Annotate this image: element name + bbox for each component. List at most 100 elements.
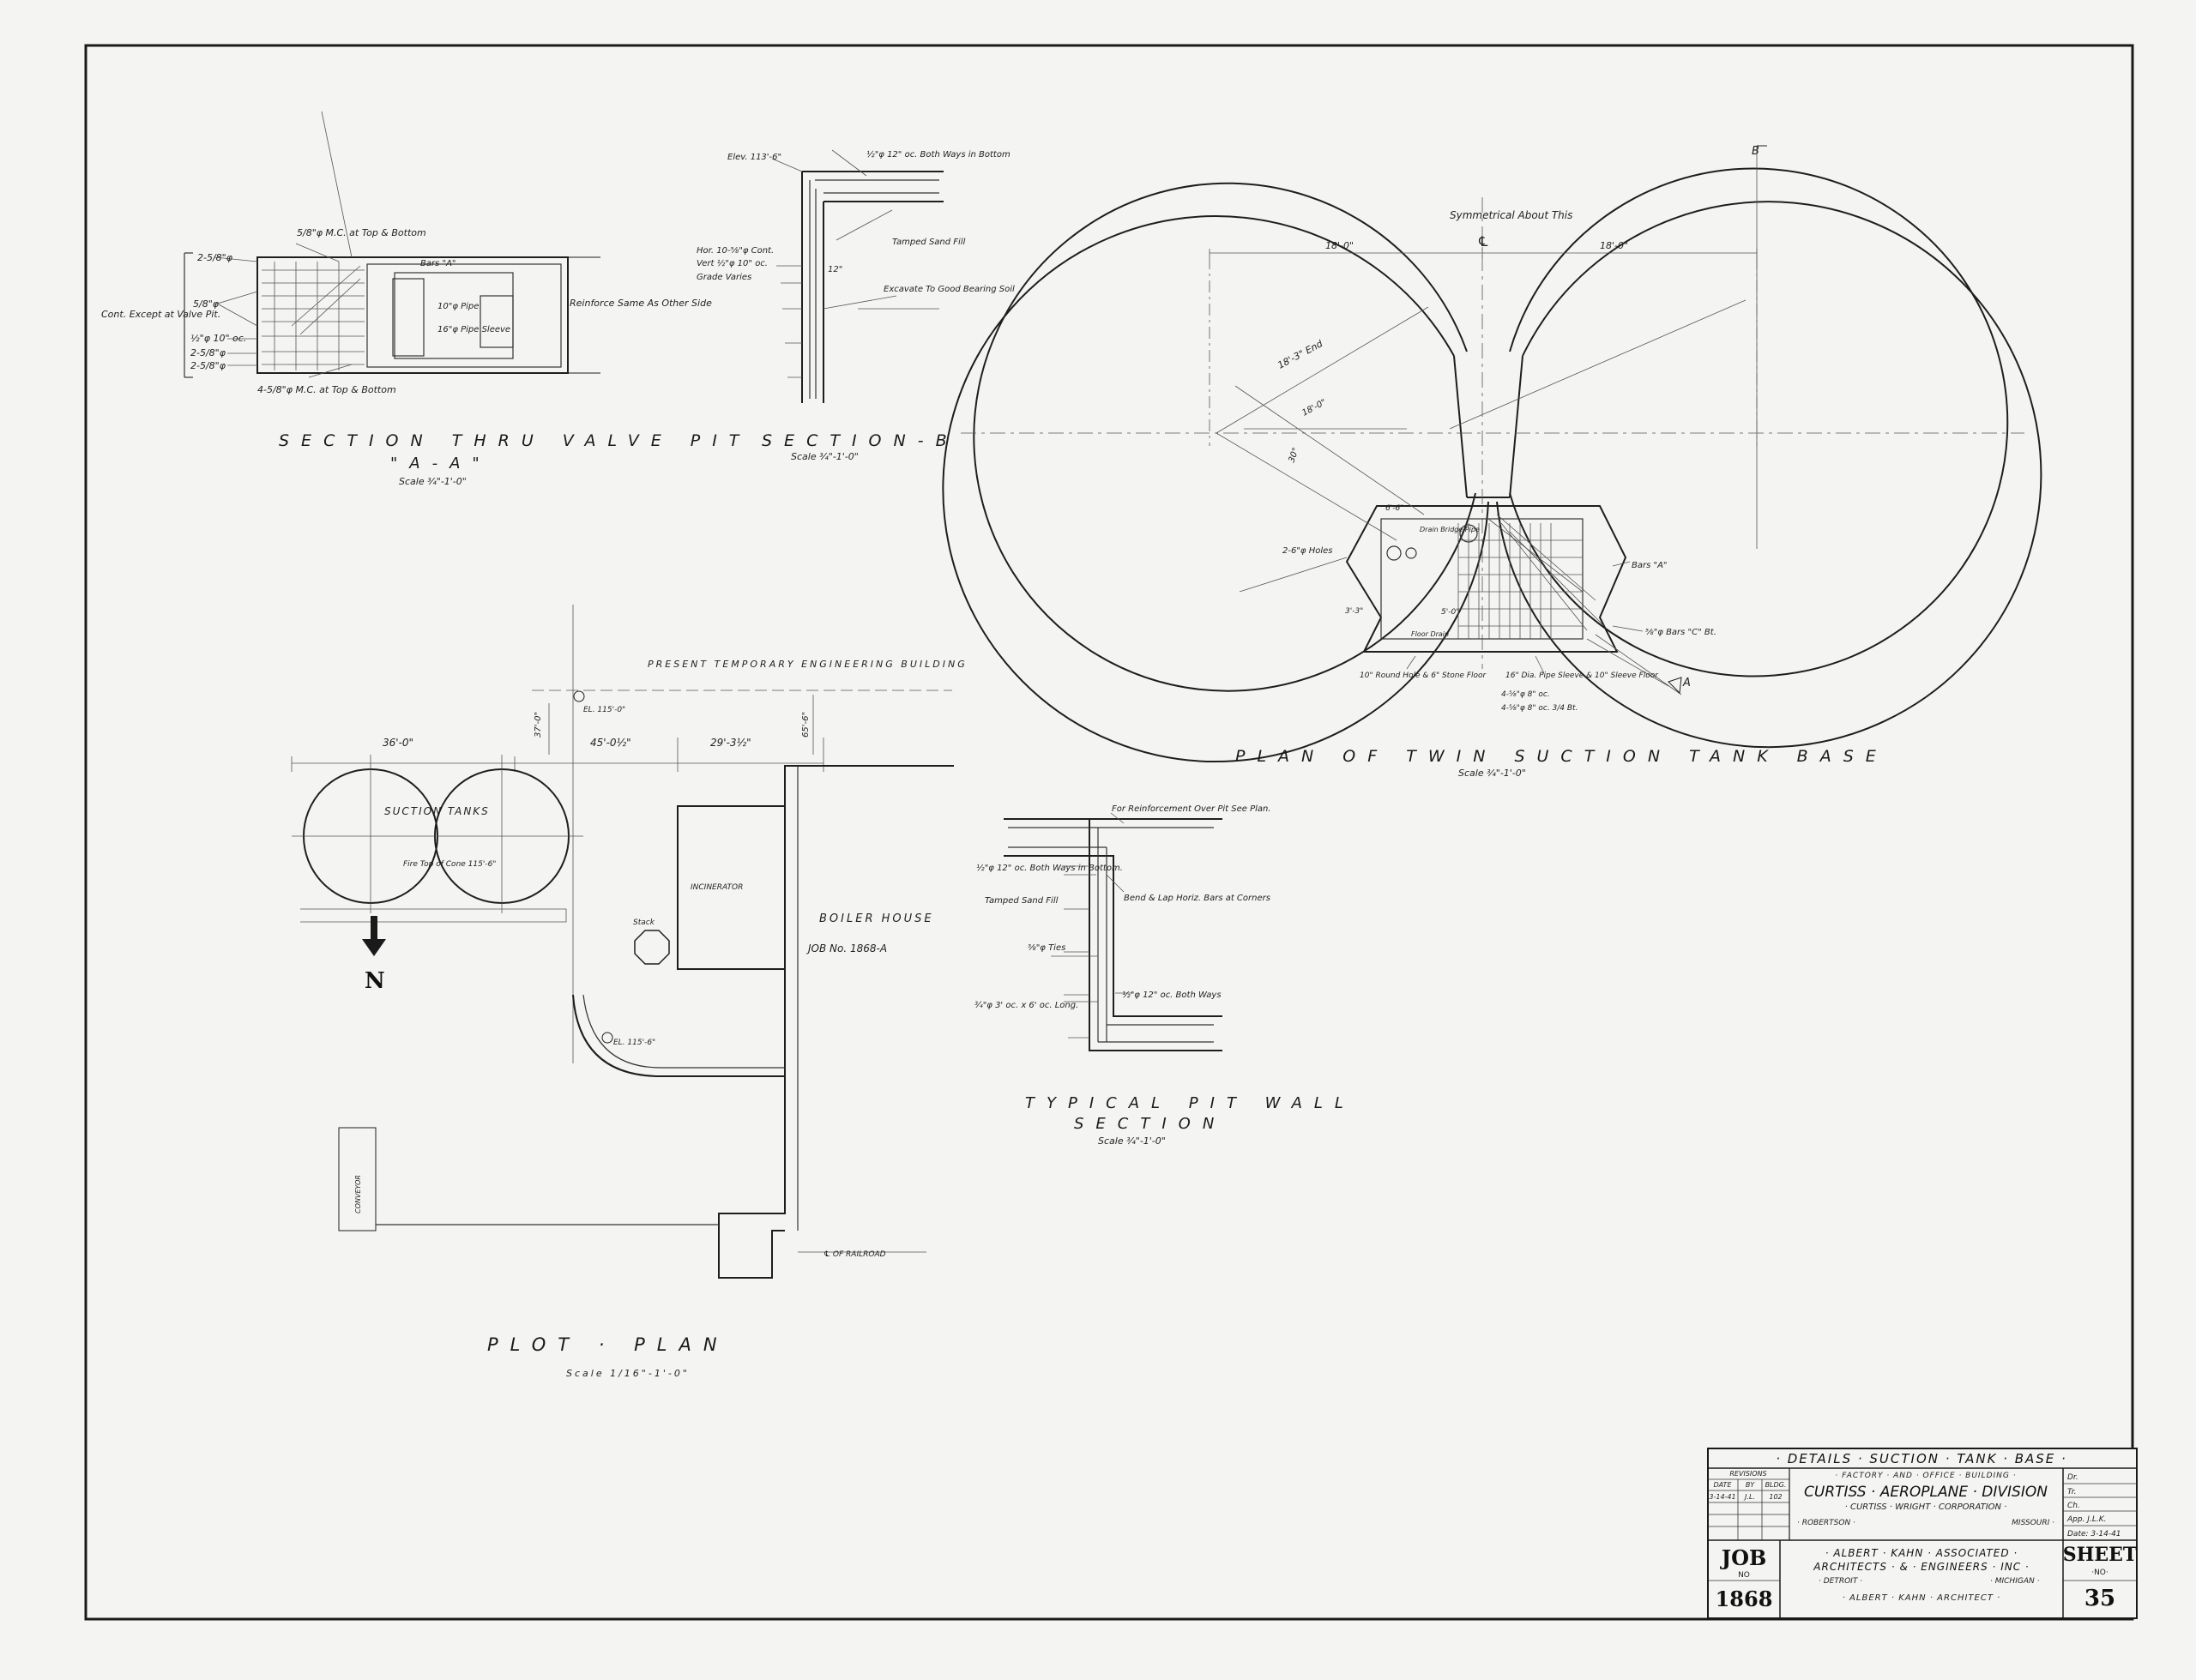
traced-label: Tr. xyxy=(2067,1488,2077,1496)
valve-pit-note-cont-except: Cont. Except at Valve Pit. xyxy=(101,309,220,320)
tank-marker-b: B xyxy=(1752,145,1759,158)
drawn-label: Dr. xyxy=(2067,1473,2078,1482)
tank-note-holes: 2-6"φ Holes xyxy=(1282,546,1333,556)
tank-dim-6-6: 6'-6" xyxy=(1385,504,1403,513)
location-city: · ROBERTSON · xyxy=(1797,1519,1855,1527)
tank-note-spacing-2: 4-⅝"φ 8" oc. 3/4 Bt. xyxy=(1501,704,1578,713)
plot-note-fire-cone: Fire Top of Cone 115'-6" xyxy=(403,860,496,869)
pit-wall-title-1: TYPICAL PIT WALL xyxy=(1025,1094,1355,1112)
section-b-title: SECTION-B xyxy=(762,431,959,450)
section-b-note-sand: Tamped Sand Fill xyxy=(892,238,966,247)
plot-dim-45: 45'-0½" xyxy=(590,737,631,749)
plot-dim-65: 65'-6" xyxy=(801,712,811,738)
section-b-scale: Scale ¾"-1'-0" xyxy=(791,451,859,462)
rev-by-label: BY xyxy=(1746,1481,1755,1489)
tank-dim-left: 18'-0" xyxy=(1325,240,1354,251)
valve-pit-bar-label-2: 5/8"φ xyxy=(193,298,220,310)
tank-note-bars-a: Bars "A" xyxy=(1632,561,1668,570)
company-name: CURTISS · AEROPLANE · DIVISION xyxy=(1804,1484,2048,1501)
tank-right-outer-ring xyxy=(1496,201,2042,749)
plot-note-suction-tanks: SUCTION TANKS xyxy=(384,805,490,817)
plot-note-conveyor: CONVEYOR xyxy=(354,1175,362,1213)
pit-wall-note-sand: Tamped Sand Fill xyxy=(985,896,1059,906)
stack-octagon xyxy=(634,930,670,965)
sheet-label: SHEET xyxy=(2063,1544,2138,1566)
sheet-number: 35 xyxy=(2084,1586,2115,1611)
pit-wall-note-bend-lap: Bend & Lap Horiz. Bars at Corners xyxy=(1124,894,1270,903)
tank-dim-5-0: 5'-0" xyxy=(1441,608,1459,617)
tank-marker-a: A xyxy=(1682,677,1691,689)
architects-city: · DETROIT · xyxy=(1819,1577,1862,1586)
valve-pit-bar-label-3: ½"φ 10" oc. xyxy=(190,333,246,344)
job-no-label: NO xyxy=(1738,1571,1750,1580)
pit-wall-note-reinforcement-1: For Reinforcement Over Pit See Plan. xyxy=(1112,804,1271,814)
architects-state: · MICHIGAN · xyxy=(1990,1577,2040,1586)
tank-right-inner-ring xyxy=(1509,167,2009,677)
pit-wall-note-both-ways-top: ½"φ 12" oc. Both Ways in Bottom. xyxy=(976,863,1123,873)
section-b-note-both-ways: ½"φ 12" oc. Both Ways in Bottom xyxy=(866,149,1011,160)
architects-line-1: · ALBERT · KAHN · ASSOCIATED · xyxy=(1825,1547,2018,1559)
valve-pit-bar-label-1: 2-5/8"φ xyxy=(197,252,233,263)
valve-pit-scale: Scale ¾"-1'-0" xyxy=(399,476,467,487)
section-b: Elev. 113'-6" ½"φ 12" oc. Both Ways in B… xyxy=(697,149,1015,462)
north-arrow xyxy=(362,916,386,956)
section-b-note-grade: Grade Varies xyxy=(697,273,751,282)
pit-wall-title-2: SECTION xyxy=(1074,1115,1226,1133)
location-state: MISSOURI · xyxy=(2012,1519,2054,1527)
pit-wall-note-long-bars: ¾"φ 3' oc. x 6' oc. Long. xyxy=(974,1001,1078,1010)
pit-wall-note-both-ways-bottom: ½"φ 12" oc. Both Ways xyxy=(1122,990,1222,1000)
plot-plan-scale: Scale 1/16"-1'-0" xyxy=(566,1368,690,1379)
plot-note-el-bottom: EL. 115'-6" xyxy=(613,1039,655,1047)
plot-north-label: N xyxy=(365,968,385,994)
valve-pit-note-bars-a: Bars "A" xyxy=(420,259,456,268)
valve-pit-bar-label-5: 2-5/8"φ xyxy=(190,360,226,371)
valve-pit-note-pipe-16: 16"φ Pipe Sleeve xyxy=(437,325,510,334)
tank-note-bars-c: ⅝"φ Bars "C" Bt. xyxy=(1645,628,1716,637)
valve-pit-bar-label-4: 2-5/8"φ xyxy=(190,347,226,358)
pit-wall-note-ties: ⅜"φ Ties xyxy=(1028,943,1065,953)
corporation-line: · CURTISS · WRIGHT · CORPORATION · xyxy=(1845,1502,2007,1512)
tank-centerline-mark: ℄ xyxy=(1477,233,1489,250)
tank-note-pipe-sleeve: 16" Dia. Pipe Sleeve & 10" Sleeve Floor xyxy=(1505,671,1659,680)
central-valve-pit xyxy=(1345,505,1627,653)
plot-note-incinerator: INCINERATOR xyxy=(691,883,743,892)
valve-pit-note-pipe-10: 10"φ Pipe xyxy=(437,302,479,311)
plot-plan: PRESENT TEMPORARY ENGINEERING BUILDING S… xyxy=(291,605,968,1379)
checked-label: Ch. xyxy=(2067,1502,2080,1510)
incinerator-outline xyxy=(677,805,786,970)
tank-base-scale: Scale ¾"-1'-0" xyxy=(1458,768,1526,779)
plot-dim-29: 29'-3½" xyxy=(710,737,751,749)
job-label: JOB xyxy=(1720,1545,1767,1570)
tank-note-spacing-1: 4-⅝"φ 8" oc. xyxy=(1501,690,1550,699)
tank-base-title: PLAN OF TWIN SUCTION TANK BASE xyxy=(1235,747,1888,766)
valve-pit-subtitle: "A-A" xyxy=(390,455,492,473)
plot-dim-37: 37'-0" xyxy=(534,712,543,738)
plot-note-stack: Stack xyxy=(633,918,655,927)
rev-bldg-value: 102 xyxy=(1769,1493,1782,1501)
valve-pit-title: SECTION THRU VALVE PIT xyxy=(279,431,751,450)
plot-note-present: PRESENT TEMPORARY ENGINEERING BUILDING xyxy=(648,659,968,670)
section-b-note-vert-bars: Vert ½"φ 10" oc. xyxy=(697,258,768,268)
plot-note-boiler-house: BOILER HOUSE xyxy=(819,912,934,925)
approved-label: App. J.L.K. xyxy=(2066,1515,2106,1524)
rev-date-label: DATE xyxy=(1714,1481,1733,1489)
revisions-label: REVISIONS xyxy=(1729,1470,1766,1478)
tank-note-round-hole: 10" Round Hole & 6" Stone Floor xyxy=(1360,671,1487,680)
plot-dim-36: 36'-0" xyxy=(383,737,413,749)
job-number: 1868 xyxy=(1716,1587,1773,1611)
pit-wall-scale: Scale ¾"-1'-0" xyxy=(1098,1135,1166,1147)
rev-date-value: 3-14-41 xyxy=(1709,1493,1735,1501)
date-label: Date: 3-14-41 xyxy=(2067,1530,2121,1538)
section-b-note-hor-bars: Hor. 10-⅝"φ Cont. xyxy=(697,246,774,256)
title-heading: · DETAILS · SUCTION · TANK · BASE · xyxy=(1776,1451,2067,1466)
conveyor-outline xyxy=(338,1127,377,1231)
rev-bldg-label: BLDG. xyxy=(1765,1481,1787,1489)
tank-note-drain: Drain Bridge Pipe xyxy=(1420,526,1480,533)
rev-by-value: J.L. xyxy=(1743,1493,1755,1501)
tank-left-outer-ring xyxy=(942,215,1489,763)
valve-pit-section: 5/8"φ M.C. at Top & Bottom Cont. Except … xyxy=(101,111,751,487)
valve-pit-note-top-bars: 5/8"φ M.C. at Top & Bottom xyxy=(297,227,426,238)
tank-note-floor-drain: Floor Drain xyxy=(1411,630,1449,638)
architect-name: · ALBERT · KAHN · ARCHITECT · xyxy=(1843,1593,2001,1603)
